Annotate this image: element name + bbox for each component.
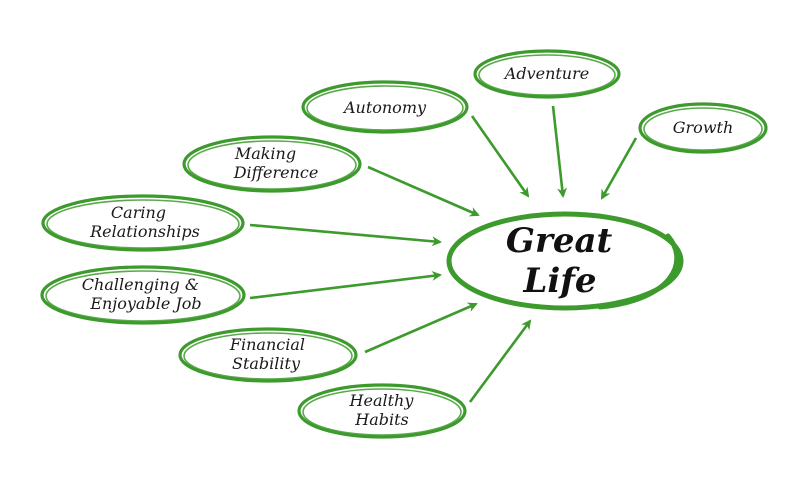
node-challenging-enjoyable-job: Challenging & Enjoyable Job (40, 265, 246, 325)
node-financial-stability-line-2: Stability (232, 354, 301, 373)
node-healthy-habits-ellipse-inner (302, 388, 462, 436)
node-financial-stability-ellipse (178, 327, 358, 383)
node-healthy-habits-line-1: Healthy (349, 391, 415, 410)
node-healthy-habits-ellipse (297, 383, 467, 439)
node-autonomy-ellipse-inner (306, 85, 464, 131)
node-caring-relationships: Caring Relationships (41, 194, 245, 252)
node-adventure: Adventure (473, 49, 621, 99)
center-label-line-1: Great (506, 221, 613, 261)
node-financial-stability: Financial Stability (178, 327, 358, 383)
node-autonomy-ellipse (301, 80, 469, 134)
node-challenging-enjoyable-job-label: Challenging & Enjoyable Job (82, 275, 204, 313)
arrow-challenging-enjoyable-job (249, 270, 442, 300)
arrow-autonomy (470, 115, 530, 198)
node-adventure-line-1: Adventure (503, 64, 589, 83)
node-financial-stability-label: Financial Stability (229, 335, 310, 373)
node-autonomy-label: Autonomy (342, 98, 427, 117)
node-adventure-ellipse (473, 49, 621, 99)
node-healthy-habits-label: Healthy Habits (349, 391, 419, 429)
node-making-difference-line-1: Making (234, 144, 296, 163)
center-ellipse (446, 211, 684, 311)
node-financial-stability-ellipse-inner (183, 332, 353, 380)
node-caring-relationships-ellipse (41, 194, 245, 252)
center-node-great-life: Great Life (446, 211, 684, 311)
node-caring-relationships-label: Caring Relationships (89, 203, 200, 241)
node-growth: Growth (638, 102, 768, 154)
arrows (249, 105, 638, 403)
node-growth-line-1: Growth (673, 118, 734, 137)
node-challenging-enjoyable-job-line-1: Challenging & (82, 275, 199, 294)
node-making-difference-ellipse (182, 135, 362, 193)
arrow-caring-relationships (249, 223, 442, 247)
arrow-growth (600, 137, 638, 200)
node-growth-ellipse-inner (643, 107, 763, 151)
node-healthy-habits-line-2: Habits (354, 410, 409, 429)
node-growth-ellipse (638, 102, 768, 154)
node-financial-stability-line-1: Financial (229, 335, 305, 354)
center-ellipse-swoosh (597, 233, 680, 310)
node-healthy-habits: Healthy Habits (297, 383, 467, 439)
node-growth-label: Growth (673, 118, 734, 137)
node-making-difference: Making Difference (182, 135, 362, 193)
arrow-financial-stability (364, 302, 478, 354)
node-caring-relationships-line-1: Caring (111, 203, 166, 222)
node-making-difference-label: Making Difference (233, 144, 319, 182)
node-adventure-label: Adventure (503, 64, 589, 83)
node-challenging-enjoyable-job-ellipse-inner (45, 270, 241, 322)
arrow-making-difference (367, 165, 480, 217)
node-challenging-enjoyable-job-line-2: Enjoyable Job (89, 294, 201, 313)
center-label-line-2: Life (522, 261, 596, 301)
node-challenging-enjoyable-job-ellipse (40, 265, 246, 325)
arrow-adventure (551, 105, 568, 198)
node-making-difference-line-2: Difference (233, 163, 319, 182)
center-label: Great Life (506, 221, 624, 301)
node-adventure-ellipse-inner (478, 54, 616, 96)
node-caring-relationships-line-2: Relationships (89, 222, 200, 241)
node-autonomy-line-1: Autonomy (342, 98, 427, 117)
node-autonomy: Autonomy (301, 80, 469, 134)
arrow-healthy-habits (468, 319, 532, 403)
node-making-difference-ellipse-inner (187, 140, 357, 190)
node-caring-relationships-ellipse-inner (46, 199, 240, 249)
